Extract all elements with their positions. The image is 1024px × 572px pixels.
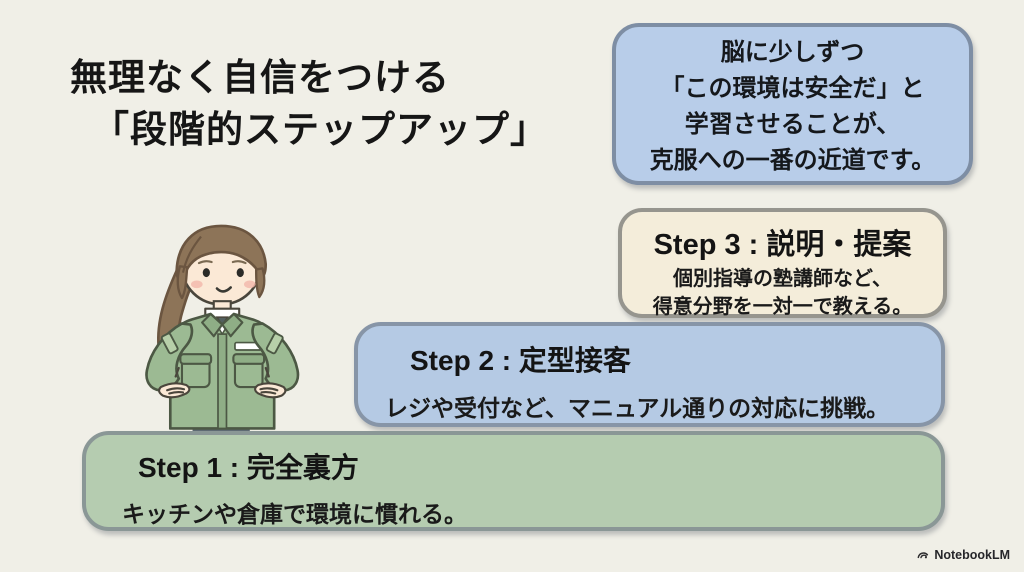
step3-box: Step 3 : 説明・提案 個別指導の塾講師など、 得意分野を一対一で教える。	[618, 208, 947, 318]
callout-line: 克服への一番の近道です。	[649, 147, 936, 174]
step1-line: キッチンや倉庫で環境に慣れる。	[122, 501, 467, 527]
step2-box: Step 2 : 定型接客 レジや受付など、マニュアル通りの対応に挑戦。	[354, 322, 945, 427]
callout-line: 「この環境は安全だ」と	[660, 75, 925, 102]
title-line-2: 「段階的ステップアップ」	[92, 109, 548, 150]
brain-learning-callout: 脳に少しずつ 「この環境は安全だ」と 学習させることが、 克服への一番の近道です…	[612, 23, 973, 185]
step3-line: 得意分野を一対一で教える。	[652, 296, 913, 318]
step3-line: 個別指導の塾講師など、	[673, 268, 892, 290]
worker-illustration	[145, 224, 300, 436]
step2-title: Step 2 : 定型接客	[410, 345, 631, 376]
step1-box: Step 1 : 完全裏方 キッチンや倉庫で環境に慣れる。	[82, 431, 945, 531]
notebooklm-logo-icon	[917, 552, 929, 559]
title-line-1: 無理なく自信をつける	[70, 57, 450, 98]
step2-line: レジや受付など、マニュアル通りの対応に挑戦。	[385, 395, 890, 421]
notebooklm-watermark: NotebookLM	[916, 548, 1010, 562]
page-title: 無理なく自信をつける 「段階的ステップアップ」	[70, 52, 548, 156]
callout-line: 脳に少しずつ	[720, 39, 865, 66]
step3-title: Step 3 : 説明・提案	[653, 229, 912, 261]
watermark-label: NotebookLM	[934, 548, 1010, 562]
step1-title: Step 1 : 完全裏方	[138, 452, 359, 483]
callout-line: 学習させることが、	[684, 111, 901, 138]
